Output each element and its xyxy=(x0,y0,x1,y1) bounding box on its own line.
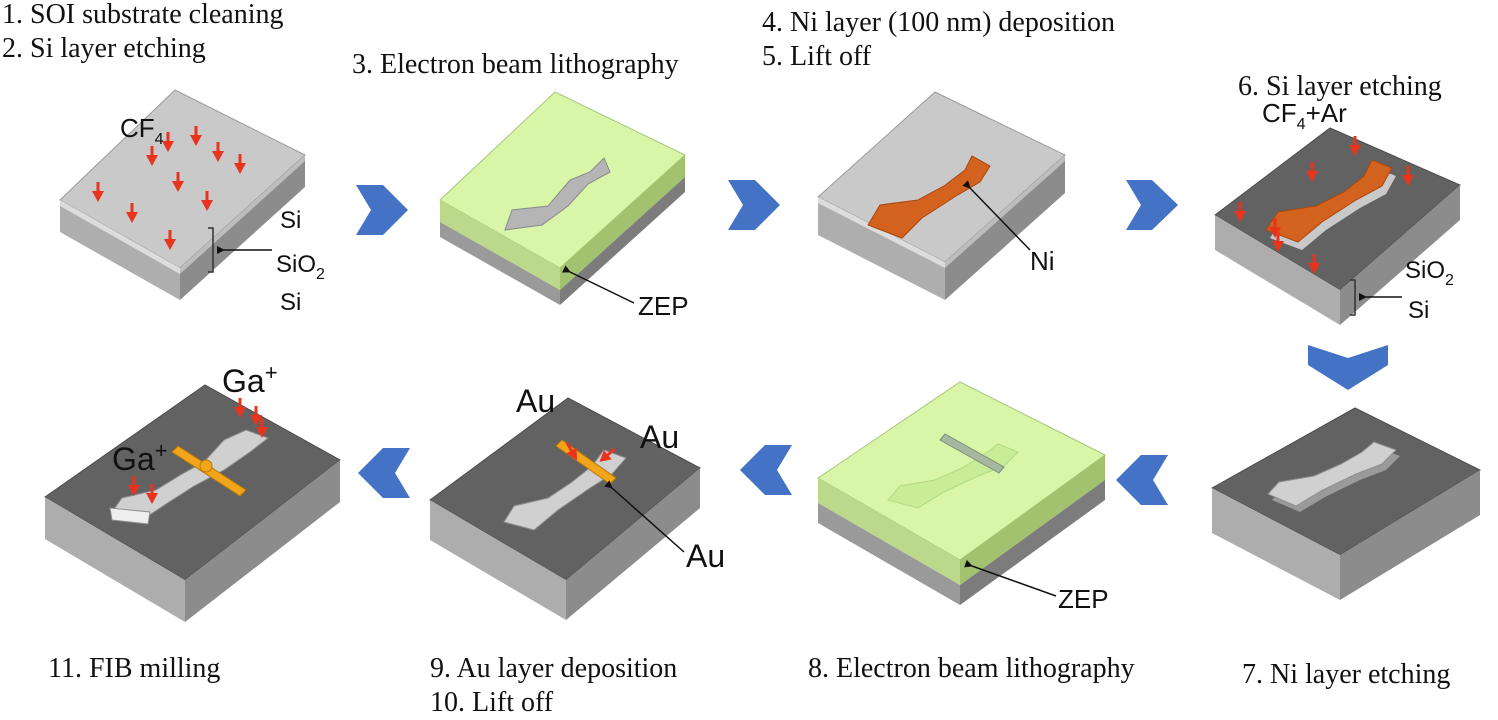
sio2-label-b: SiO2 xyxy=(1405,257,1454,289)
step-caption-7: 7. Ni layer etching xyxy=(1242,658,1450,692)
panel-3-ni-pattern: Ni xyxy=(817,91,1066,300)
step-7-label: 7. Ni layer etching xyxy=(1242,659,1451,690)
step-caption-11: 11. FIB milling xyxy=(48,652,220,686)
panel-2-ebl-resist: ZEP xyxy=(439,91,689,321)
step-caption-6: 6. Si layer etching xyxy=(1238,70,1442,104)
panel-7-au-deposition: Au Au Au xyxy=(429,383,725,620)
panel-1-substrate: CF4 Si SiO2 Si xyxy=(59,89,325,316)
step-5-label: 5. Lift off xyxy=(762,41,872,72)
ni-label: Ni xyxy=(1030,246,1055,276)
step-4-label: 4. Ni layer (100 nm) deposition xyxy=(762,7,1116,38)
cf4-ar-label: CF4+Ar xyxy=(1262,98,1347,133)
flow-arrow-7 xyxy=(358,448,410,498)
step-1-label: 1. SOI substrate cleaning xyxy=(2,0,284,30)
step-caption-1-2: 1. SOI substrate cleaning 2. Si layer et… xyxy=(2,0,284,66)
zep-label-1: ZEP xyxy=(638,291,689,321)
step-6-label: 6. Si layer etching xyxy=(1238,71,1442,102)
au-label-2: Au xyxy=(640,419,679,455)
si-top-label: Si xyxy=(280,207,301,234)
flow-arrow-3 xyxy=(1126,180,1178,230)
step-11-label: 11. FIB milling xyxy=(48,653,221,684)
au-label-1: Au xyxy=(516,383,555,419)
step-9-label: 9. Au layer deposition xyxy=(430,653,678,684)
step-caption-8: 8. Electron beam lithography xyxy=(808,652,1135,686)
ga-label-1: Ga+ xyxy=(222,360,278,399)
panel-5-ni-etch xyxy=(1210,407,1482,600)
zep-label-2: ZEP xyxy=(1058,584,1109,614)
step-2-label: 2. Si layer etching xyxy=(2,33,206,64)
cf4-label: CF4 xyxy=(120,113,164,148)
layer-bracket xyxy=(208,227,214,273)
ga-label-2: Ga+ xyxy=(112,438,168,477)
step-3-label: 3. Electron beam lithography xyxy=(352,49,679,80)
au-label-3: Au xyxy=(686,538,725,574)
flow-arrow-5 xyxy=(1116,455,1168,505)
step-10-label: 10. Lift off xyxy=(430,687,554,718)
flow-arrow-6 xyxy=(740,445,792,495)
step-caption-9-10: 9. Au layer deposition 10. Lift off xyxy=(430,652,677,720)
panel-8-fib-milling: Ga+ Ga+ xyxy=(44,360,341,622)
sio2-label: SiO2 xyxy=(276,251,325,283)
flow-arrow-2 xyxy=(728,180,780,230)
si-label-b: Si xyxy=(1408,297,1429,324)
panel-4-si-etch: CF4+Ar SiO2 Si xyxy=(1214,98,1461,325)
flow-arrow-1 xyxy=(356,185,408,235)
flow-arrow-4 xyxy=(1308,345,1388,390)
panel-6-ebl-resist: ZEP xyxy=(817,381,1109,614)
step-caption-4-5: 4. Ni layer (100 nm) deposition 5. Lift … xyxy=(762,6,1115,74)
step-8-label: 8. Electron beam lithography xyxy=(808,653,1135,684)
step-caption-3: 3. Electron beam lithography xyxy=(352,48,679,82)
si-bottom-label: Si xyxy=(280,289,301,316)
flow-arrows xyxy=(356,180,1388,505)
